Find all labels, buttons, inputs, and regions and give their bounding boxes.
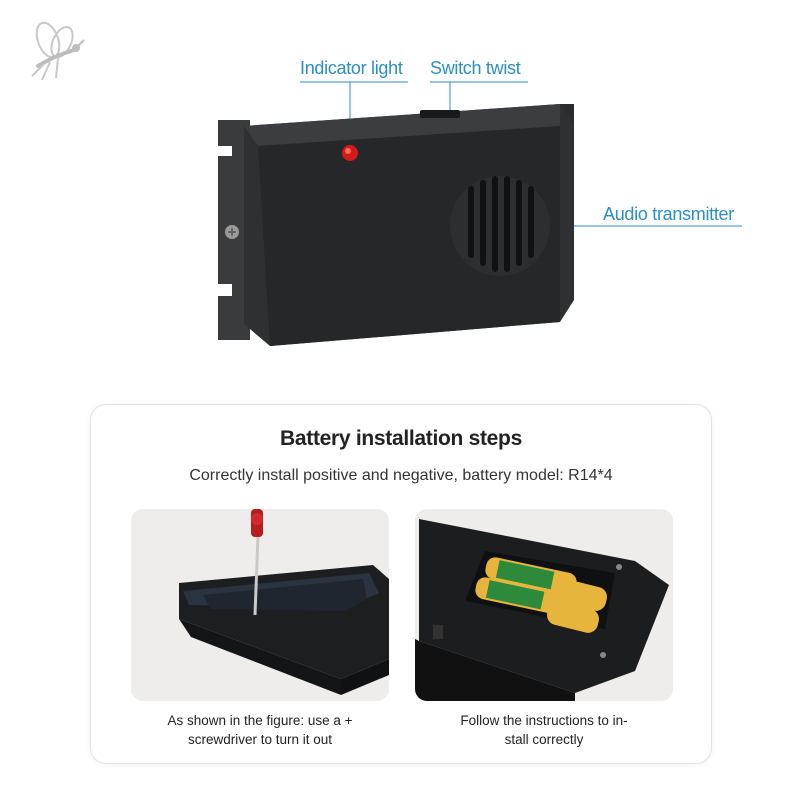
switch-twist-label: Switch twist — [430, 58, 521, 78]
step-1-caption-line-2: screwdriver to turn it out — [187, 732, 333, 747]
audio-transmitter-label: Audio transmitter — [603, 204, 734, 224]
screwdriver-photo — [131, 509, 389, 701]
step-2-caption: Follow the instructions to in- stall cor… — [415, 711, 673, 749]
card-title: Battery installation steps — [280, 427, 522, 450]
step-1-caption-line-1: As shown in the figure: use a + — [167, 713, 353, 728]
step-2-caption-line-1: Follow the instructions to in- — [460, 713, 628, 728]
battery-compartment-photo — [415, 509, 673, 701]
battery-installation-card: Battery installation steps Correctly ins… — [90, 404, 712, 764]
card-subtitle: Correctly install positive and negative,… — [189, 467, 613, 484]
mosquito-logo-icon — [31, 21, 85, 81]
indicator-light-label: Indicator light — [300, 58, 403, 78]
repeller-device-image — [218, 81, 742, 346]
step-2-caption-line-2: stall correctly — [504, 732, 584, 747]
step-1-caption: As shown in the figure: use a + screwdri… — [131, 711, 389, 749]
